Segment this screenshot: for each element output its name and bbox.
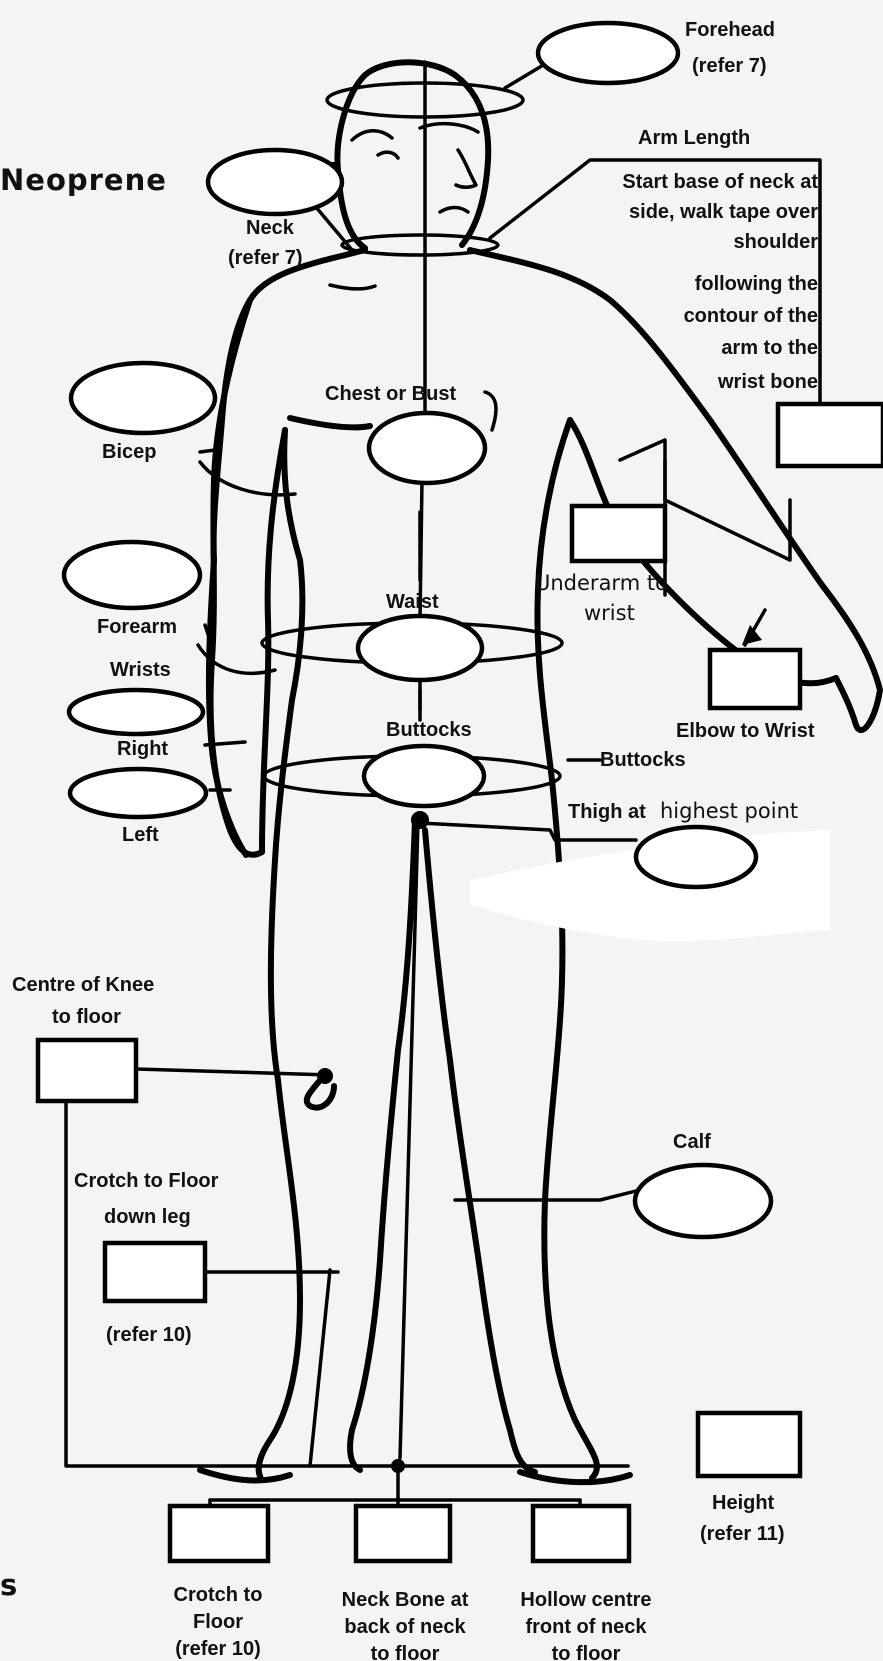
calf-input[interactable] [635,1165,771,1237]
arm-desc-line-3: shoulder [734,231,819,253]
knee-label-line-1: Centre of Knee [12,974,154,996]
arm-desc-line-6: arm to the [721,337,818,359]
height-input[interactable] [698,1413,800,1476]
hollow-neck-floor-input[interactable] [533,1506,629,1561]
neck-ref-label: (refer 7) [228,247,302,269]
height-label: Height [712,1492,775,1514]
brand-text: Neoprene [0,163,167,197]
edge-text: s [0,1568,18,1602]
crotch-floor-label-line-2: Floor [193,1611,243,1633]
hollow-label-line-3: to floor [552,1643,621,1661]
bicep-input[interactable] [71,363,215,433]
underarm-label-line-1: Underarm to [535,571,668,595]
arm-desc-line-2: side, walk tape over [629,201,818,223]
buttocks-label: Buttocks [386,719,472,741]
buttocks-side-label: Buttocks [600,749,686,771]
arm-desc-line-7: wrist bone [717,371,818,393]
knee-label-line-2: to floor [52,1006,121,1028]
height-ref-label: (refer 11) [700,1523,785,1545]
crotch-floor-label-line-1: Crotch to [174,1584,263,1606]
elbow-to-wrist-input[interactable] [710,650,800,708]
thigh-label: Thigh at [568,801,646,823]
arm-length-input[interactable] [778,404,883,466]
neck-bone-label-line-3: to floor [371,1643,440,1661]
calf-label: Calf [673,1131,711,1153]
neck-input[interactable] [208,150,342,214]
crotch-down-leg-input[interactable] [105,1243,205,1301]
neck-label: Neck [246,217,295,239]
wrist-left-input[interactable] [70,769,206,817]
knee-to-floor-input[interactable] [38,1040,136,1101]
waist-input[interactable] [358,616,482,680]
chest-input[interactable] [369,413,485,483]
forehead-input[interactable] [538,23,678,83]
thigh-input[interactable] [636,827,756,887]
underarm-input[interactable] [572,506,665,561]
crotch-floor-input[interactable] [170,1506,268,1561]
arm-desc-line-5: contour of the [684,305,818,327]
neck-bone-label-line-1: Neck Bone at [342,1589,469,1611]
forehead-ref-label: (refer 7) [692,55,766,77]
neck-bone-floor-input[interactable] [356,1506,450,1561]
forearm-input[interactable] [64,542,200,608]
arm-desc-line-4: following the [695,273,818,295]
elbow-to-wrist-label: Elbow to Wrist [676,720,815,742]
hollow-label-line-2: front of neck [525,1616,647,1638]
hollow-label-line-1: Hollow centre [520,1589,651,1611]
crotch-leg-label-line-1: Crotch to Floor [74,1170,219,1192]
arm-length-description: Start base of neck at side, walk tape ov… [622,171,818,393]
crotch-leg-ref-label: (refer 10) [106,1324,192,1346]
wrist-right-input[interactable] [69,690,203,734]
thigh-highest-point-label: highest point [660,799,798,823]
forehead-label: Forehead [685,19,775,41]
chest-label: Chest or Bust [325,383,456,405]
crotch-leg-label-line-2: down leg [104,1206,191,1228]
arm-length-label: Arm Length [638,127,750,149]
neck-bone-label-line-2: back of neck [344,1616,466,1638]
left-wrist-label: Left [122,824,159,846]
arm-desc-line-1: Start base of neck at [622,171,818,193]
bicep-label: Bicep [102,441,156,463]
waist-label: Waist [386,591,439,613]
buttocks-input[interactable] [364,746,484,806]
crotch-floor-ref-label: (refer 10) [175,1638,261,1660]
right-wrist-label: Right [117,738,168,760]
forearm-label: Forearm [97,616,177,638]
underarm-label-line-2: wrist [584,601,635,625]
wrists-label: Wrists [110,659,171,681]
